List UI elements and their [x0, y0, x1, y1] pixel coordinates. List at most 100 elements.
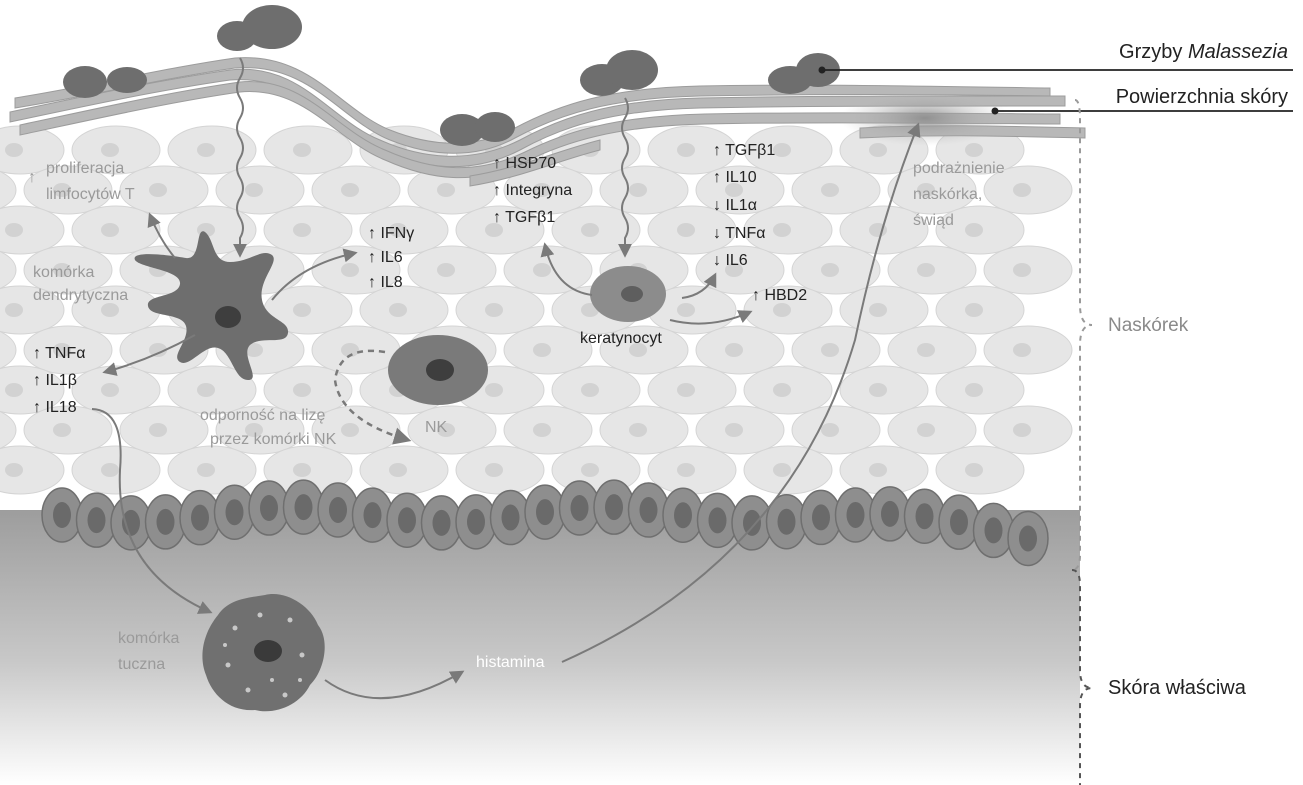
histamine-label: histamina	[476, 654, 545, 671]
epidermis-cell-nucleus	[965, 303, 983, 317]
malassezia-leader-dot	[819, 67, 826, 74]
dc-cytokine-1: ↑ IFNγ	[368, 225, 414, 242]
epidermis-cell-nucleus	[293, 463, 311, 477]
basal-cell-nucleus	[743, 510, 761, 536]
nk-immunity-1: odporność na lizę	[200, 407, 326, 424]
epidermis-cell-nucleus	[101, 223, 119, 237]
basal-cell-nucleus	[364, 502, 382, 528]
keratinocyte-cell	[590, 266, 666, 322]
epidermis-cell-nucleus	[821, 423, 839, 437]
epidermis-cell-nucleus	[485, 303, 503, 317]
epidermis-cell-nucleus	[629, 183, 647, 197]
basal-cell-nucleus	[260, 495, 278, 521]
irritation-spot	[840, 90, 1010, 146]
keratinocyte-nucleus	[621, 286, 643, 302]
basal-cell-nucleus	[53, 502, 71, 528]
basal-cell-nucleus	[329, 497, 347, 523]
epidermis-cell-nucleus	[965, 463, 983, 477]
basal-cell-nucleus	[571, 495, 589, 521]
basal-cell-nucleus	[916, 503, 934, 529]
epidermis-cell-nucleus	[917, 423, 935, 437]
epidermis-cell-nucleus	[245, 183, 263, 197]
epidermis-cell-nucleus	[5, 143, 23, 157]
basal-cell-nucleus	[226, 499, 244, 525]
nk-nucleus	[426, 359, 454, 381]
epidermis-cell-nucleus	[917, 343, 935, 357]
irritation-2: naskórka,	[913, 186, 982, 203]
kerat-right-3: ↓ IL1α	[713, 197, 757, 214]
epidermis-cell-nucleus	[821, 183, 839, 197]
basal-cell-nucleus	[536, 499, 554, 525]
epidermis-cell-nucleus	[293, 143, 311, 157]
epidermis-cell-nucleus	[869, 463, 887, 477]
epidermis-cell-nucleus	[581, 383, 599, 397]
kerat-right-2: ↑ IL10	[713, 169, 757, 186]
epidermis-cell-nucleus	[101, 143, 119, 157]
epidermis-cell-nucleus	[677, 143, 695, 157]
epidermis-cell-nucleus	[1013, 263, 1031, 277]
basal-cell-nucleus	[1019, 525, 1037, 551]
epidermis-brace	[1072, 100, 1092, 570]
keratinocyte-label: keratynocyt	[580, 330, 662, 347]
epidermis-cell-nucleus	[437, 183, 455, 197]
epidermis-cell-nucleus	[533, 263, 551, 277]
basal-cell-nucleus	[847, 502, 865, 528]
prolif-up-arrow: ↑	[28, 169, 36, 186]
epidermis-cell-nucleus	[53, 423, 71, 437]
epidermis-cell-nucleus	[341, 423, 359, 437]
basal-cell-nucleus	[985, 517, 1003, 543]
dc-label-2: dendrytyczna	[33, 287, 128, 304]
epidermis-cell-nucleus	[5, 223, 23, 237]
basal-cell-nucleus	[605, 494, 623, 520]
basal-cell-nucleus	[674, 502, 692, 528]
epidermis-cell-nucleus	[677, 383, 695, 397]
epidermis-cell-nucleus	[197, 143, 215, 157]
basal-cell-nucleus	[812, 504, 830, 530]
basal-cell-nucleus	[640, 497, 658, 523]
hbd2-label: ↑ HBD2	[752, 287, 807, 304]
epidermis-cell-nucleus	[869, 303, 887, 317]
epidermis-cell-nucleus	[101, 463, 119, 477]
epidermis-cell-nucleus	[869, 143, 887, 157]
epidermis-cell-nucleus	[677, 303, 695, 317]
mast-label-2: tuczna	[118, 656, 165, 673]
epidermis-cell-nucleus	[581, 223, 599, 237]
dc-cytokine-2: ↑ IL6	[368, 249, 403, 266]
kerat-right-1: ↑ TGFβ1	[713, 142, 775, 159]
epidermis-cell-nucleus	[5, 463, 23, 477]
epidermis-cell-nucleus	[101, 383, 119, 397]
epidermis-cell-nucleus	[773, 383, 791, 397]
dermis-label: Skóra właściwa	[1108, 677, 1247, 699]
epidermis-cell-nucleus	[437, 263, 455, 277]
epidermis-cell-nucleus	[5, 303, 23, 317]
basal-cell-nucleus	[709, 507, 727, 533]
basal-cell-nucleus	[88, 507, 106, 533]
skin-surface-label: Powierzchnia skóry	[1116, 86, 1288, 108]
nk-cell	[388, 335, 488, 405]
epidermis-cell-nucleus	[341, 263, 359, 277]
epidermis-cell-nucleus	[1013, 183, 1031, 197]
epidermis-cell-nucleus	[1013, 343, 1031, 357]
prolif-label-2: limfocytów T	[46, 186, 135, 203]
epidermis-cell-nucleus	[725, 343, 743, 357]
epidermis-cell-nucleus	[485, 383, 503, 397]
mast-label-1: komórka	[118, 630, 179, 647]
basal-cell-nucleus	[502, 505, 520, 531]
epidermis-cell-nucleus	[293, 303, 311, 317]
basal-cell-nucleus	[295, 494, 313, 520]
basal-cell-nucleus	[398, 507, 416, 533]
nk-immunity-2: przez komórki NK	[210, 431, 337, 448]
epidermis-cell-nucleus	[965, 383, 983, 397]
basal-cell-nucleus	[881, 501, 899, 527]
fungus-1	[217, 5, 302, 51]
epidermis-cell-nucleus	[725, 423, 743, 437]
epidermis-cell-nucleus	[773, 223, 791, 237]
kerat-up-2: ↑ Integryna	[493, 182, 572, 199]
epidermis-cell-nucleus	[533, 423, 551, 437]
irritation-3: świąd	[913, 212, 954, 229]
epidermis-cell-nucleus	[965, 223, 983, 237]
dc-left-cytokine-1: ↑ TNFα	[33, 345, 86, 362]
basal-cell-nucleus	[950, 509, 968, 535]
epidermis-cell-nucleus	[197, 383, 215, 397]
